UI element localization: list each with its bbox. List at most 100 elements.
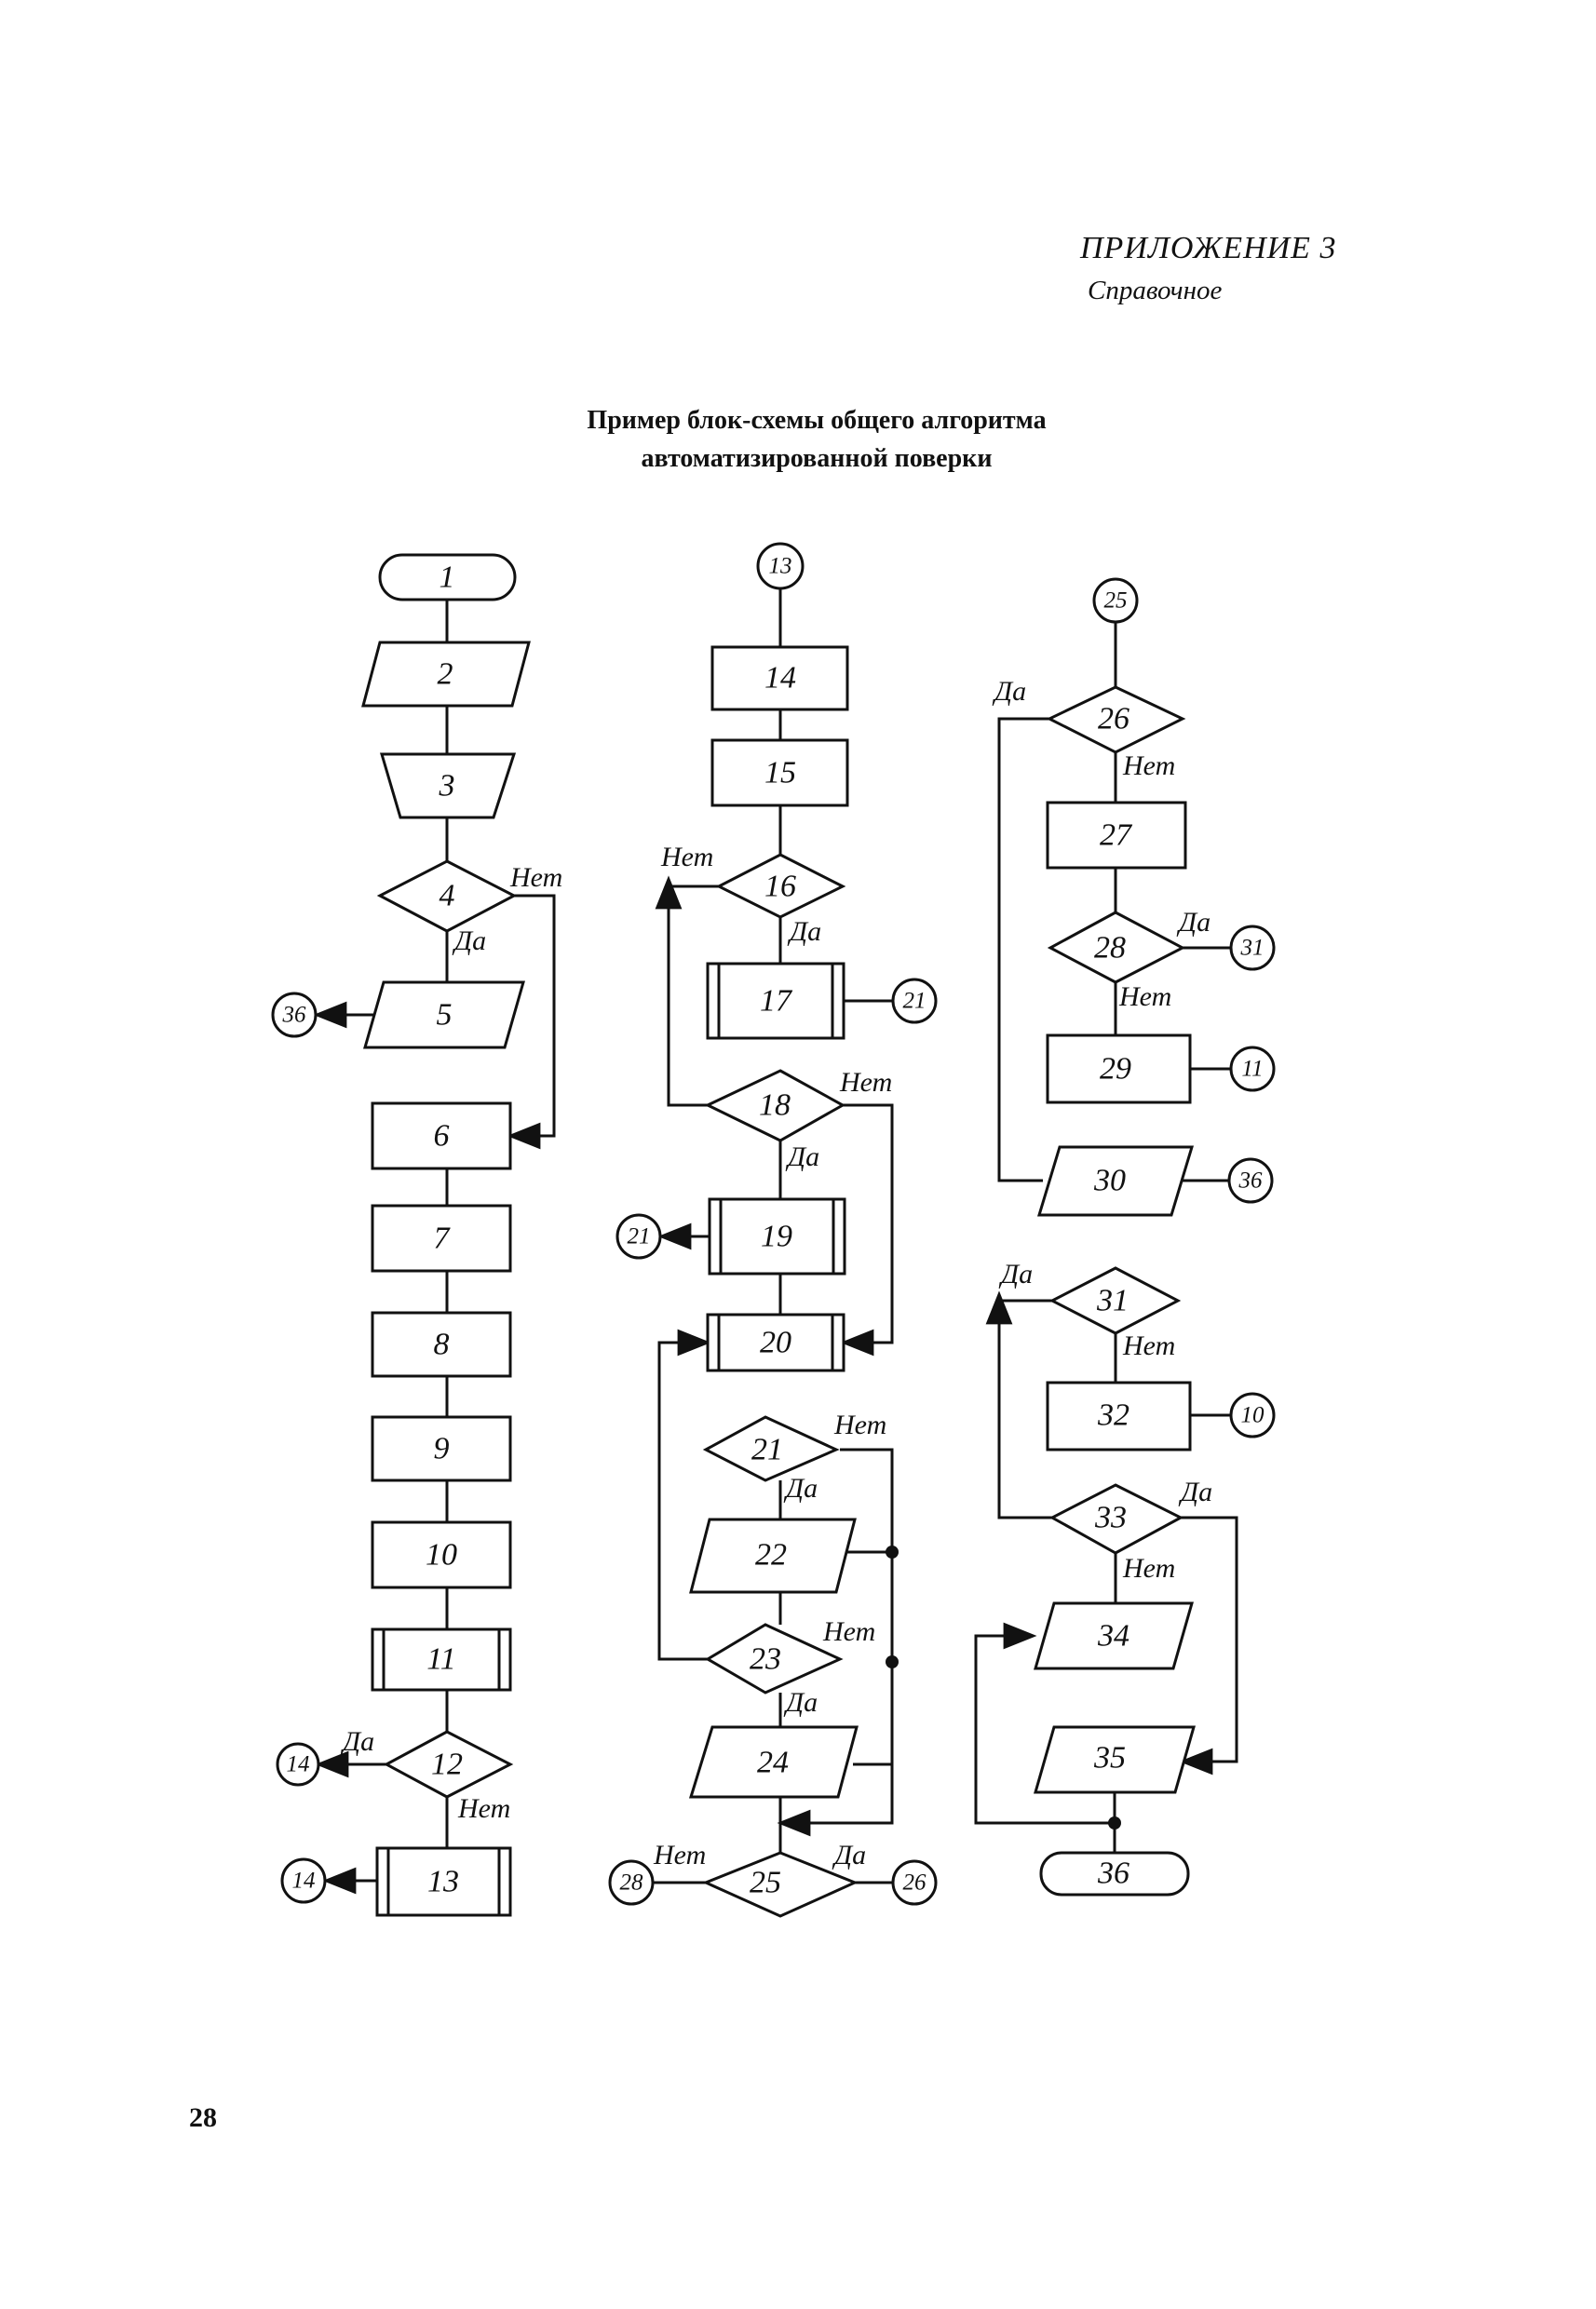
process-block-8 <box>371 1311 512 1378</box>
connector-25-label: 25 <box>1104 588 1128 614</box>
block-10-label: 10 <box>426 1538 457 1573</box>
process-block-27 <box>1046 801 1187 870</box>
block-2-label: 2 <box>438 657 453 692</box>
block-13-label: 13 <box>427 1865 459 1899</box>
connector-26-label: 26 <box>903 1870 927 1896</box>
decision-33 <box>1048 1483 1184 1555</box>
block-18-label: 18 <box>759 1088 791 1123</box>
block-11-label: 11 <box>426 1642 455 1677</box>
block-22-label: 22 <box>755 1538 787 1573</box>
branch-yes-label: Да <box>340 1726 374 1757</box>
block-12-label: 12 <box>431 1748 463 1782</box>
block-20-label: 20 <box>760 1326 791 1360</box>
io-block-5 <box>363 980 525 1049</box>
decision-4 <box>376 859 518 933</box>
block-34-label: 34 <box>1097 1619 1129 1654</box>
connector-11-label: 11 <box>1241 1057 1263 1082</box>
branch-no-label: Нет <box>509 862 562 893</box>
terminator-1 <box>378 553 517 601</box>
io-block-34 <box>1034 1601 1194 1670</box>
branch-no-label: Нет <box>1122 1330 1175 1361</box>
branch-yes-label: Да <box>785 1141 819 1172</box>
decision-21 <box>702 1415 840 1482</box>
io-block-2 <box>361 641 531 708</box>
block-29-label: 29 <box>1100 1052 1131 1087</box>
block-17-label: 17 <box>760 984 793 1019</box>
io-block-30 <box>1036 1145 1195 1217</box>
block-28-label: 28 <box>1094 931 1126 965</box>
manual-op-block-3 <box>379 752 517 819</box>
branch-no-label: Нет <box>457 1793 510 1824</box>
terminator-36 <box>1039 1851 1190 1897</box>
branch-no-label: Нет <box>822 1616 875 1647</box>
subprocess-block-17 <box>706 962 845 1040</box>
branch-no-label: Нет <box>1122 1553 1175 1584</box>
branch-no-label: Нет <box>1122 750 1175 781</box>
block-15-label: 15 <box>764 756 796 790</box>
process-block-6 <box>371 1101 512 1170</box>
connector-10-label: 10 <box>1241 1403 1265 1428</box>
block-19-label: 19 <box>761 1220 792 1254</box>
decision-31 <box>1048 1266 1182 1335</box>
page-title-line-2: автоматизированной поверки <box>641 444 993 473</box>
connector-28-label: 28 <box>620 1870 644 1896</box>
block-36-label: 36 <box>1097 1857 1129 1891</box>
branch-no-label: Нет <box>660 842 713 872</box>
decision-12 <box>383 1730 514 1799</box>
block-24-label: 24 <box>757 1746 789 1780</box>
block-35-label: 35 <box>1093 1741 1126 1776</box>
subprocess-side-bars <box>382 964 835 1915</box>
connector-14-label: 14 <box>287 1752 310 1777</box>
process-block-29 <box>1046 1033 1192 1104</box>
block-7-label: 7 <box>434 1222 452 1256</box>
junction-dots <box>886 1546 1121 1830</box>
block-31-label: 31 <box>1096 1284 1129 1318</box>
branch-no-label: Нет <box>833 1410 886 1440</box>
block-33-label: 33 <box>1094 1501 1127 1535</box>
process-block-10 <box>371 1520 512 1589</box>
block-16-label: 16 <box>764 870 796 904</box>
block-3-label: 3 <box>439 769 455 803</box>
subprocess-block-13 <box>375 1846 512 1917</box>
branch-yes-label: Да <box>1178 1477 1212 1507</box>
block-21-label: 21 <box>751 1433 783 1467</box>
process-block-14 <box>710 645 849 711</box>
subprocess-block-19 <box>708 1197 846 1276</box>
block-26-label: 26 <box>1098 702 1129 736</box>
decision-23 <box>705 1623 844 1695</box>
block-14-label: 14 <box>764 661 796 695</box>
branch-yes-label: Да <box>783 1687 818 1718</box>
branch-yes-label: Да <box>1176 907 1211 938</box>
process-block-9 <box>371 1415 512 1482</box>
appendix-subheading: Справочное <box>1088 276 1223 305</box>
block-32-label: 32 <box>1097 1398 1129 1433</box>
connector-21-label: 21 <box>903 989 926 1014</box>
block-4-label: 4 <box>440 879 455 913</box>
connector-13-label: 13 <box>769 554 792 579</box>
off-page-connectors <box>271 542 1276 1906</box>
subprocess-block-11 <box>371 1627 512 1692</box>
block-23-label: 23 <box>750 1642 781 1677</box>
branch-yes-label: Да <box>992 676 1026 707</box>
page-title-line-1: Пример блок-схемы общего алгоритма <box>587 406 1047 435</box>
branch-yes-label: Да <box>787 916 821 947</box>
decision-25 <box>702 1851 859 1918</box>
decision-28 <box>1047 911 1186 984</box>
branch-yes-label: Да <box>452 925 486 956</box>
connector-31-label: 31 <box>1240 936 1265 961</box>
connector-36-label: 36 <box>1238 1168 1264 1194</box>
block-6-label: 6 <box>434 1119 450 1154</box>
branch-no-label: Нет <box>653 1840 706 1870</box>
block-1-label: 1 <box>440 560 455 595</box>
block-8-label: 8 <box>434 1328 450 1362</box>
branch-no-label: Нет <box>1118 981 1171 1012</box>
decision-18 <box>704 1069 846 1142</box>
branch-yes-label: Да <box>832 1840 866 1870</box>
branch-no-label: Нет <box>839 1067 892 1098</box>
decision-26 <box>1046 685 1186 754</box>
flow-lines <box>313 588 1238 1895</box>
block-5-label: 5 <box>437 998 453 1033</box>
process-block-15 <box>710 738 849 807</box>
connector-36-label: 36 <box>282 1003 307 1028</box>
